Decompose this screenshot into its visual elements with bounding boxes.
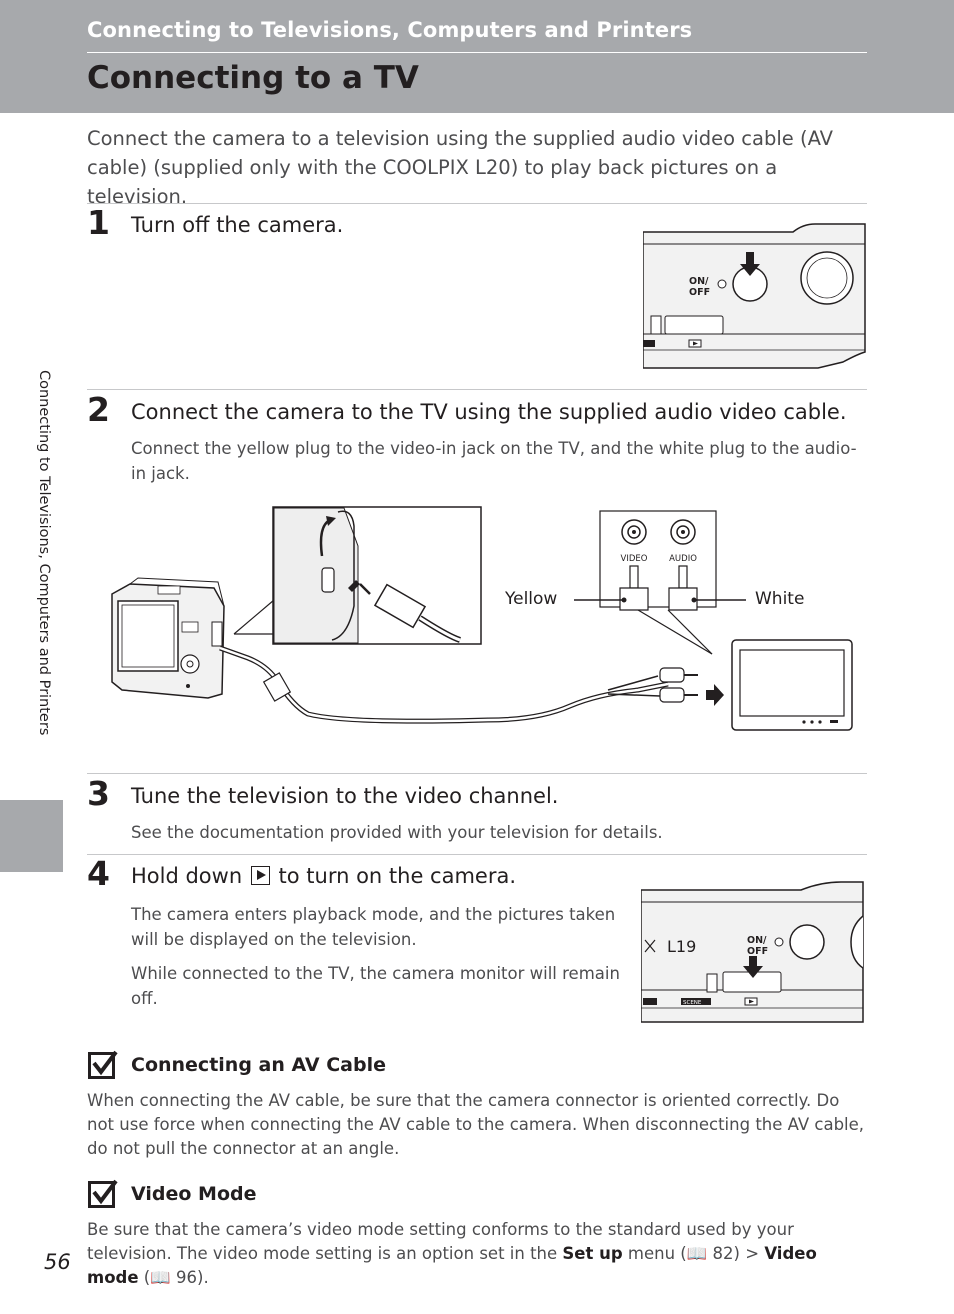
camera-top-power-illustration: ON/ OFF [643,223,866,369]
section-title: Connecting to Televisions, Computers and… [87,18,693,42]
av-connection-diagram: VIDEO AUDIO Yellow White [111,506,853,731]
page-title: Connecting to a TV [87,60,419,96]
note-text: Be sure that the camera’s video mode set… [87,1220,794,1263]
step-title: Turn off the camera. [131,213,344,237]
step-body: The camera enters playback mode, and the… [131,905,616,949]
page-ref: 96). [176,1268,209,1287]
scene-label: SCENE [683,1000,702,1006]
divider [87,389,867,390]
note-title: Connecting an AV Cable [131,1054,386,1076]
divider [87,203,867,204]
note-title: Video Mode [131,1183,257,1205]
video-jack-label: VIDEO [621,554,648,564]
side-tab-text: Connecting to Televisions, Computers and… [36,370,52,736]
side-tab [0,800,63,872]
step-title-after: to turn on the camera. [278,864,517,888]
off-label: OFF [747,946,768,957]
step-number: 1 [87,203,110,242]
page-ref: 82) > [712,1244,760,1263]
divider [87,773,867,774]
camera-top-playback-illustration: L19 ON/ OFF SCENE [641,881,864,1023]
model-label: L19 [667,937,696,956]
note-body: Be sure that the camera’s video mode set… [87,1218,867,1290]
intro-paragraph: Connect the camera to a television using… [87,127,834,208]
press-arrow-icon [740,252,760,276]
off-label: OFF [689,287,710,298]
step-body: See the documentation provided with your… [131,823,663,842]
step-title: Tune the television to the video channel… [131,784,559,808]
step-body: While connected to the TV, the camera mo… [131,964,620,1008]
step-number: 2 [87,390,110,429]
note-text: menu ( [627,1244,687,1263]
step-title-before: Hold down [131,864,243,888]
video-mode-ref: Video mode [87,1244,817,1287]
divider [87,854,867,855]
playback-button-icon [250,866,270,885]
step-body: Connect the yellow plug to the video-in … [131,439,857,483]
caution-check-icon [88,1050,118,1079]
page-number: 56 [44,1250,71,1274]
step-number: 4 [87,854,110,893]
step-title: Hold down to turn on the camera. [131,864,516,888]
book-icon: 📖 [686,1244,708,1263]
audio-jack-label: AUDIO [669,554,697,564]
step-title: Connect the camera to the TV using the s… [131,400,847,424]
note-body: When connecting the AV cable, be sure th… [87,1091,865,1158]
press-arrow-icon [743,956,763,978]
on-label: ON/ [689,276,709,287]
caution-check-icon [88,1179,118,1208]
header-band [0,0,954,113]
header-divider [87,52,867,53]
setup-menu-ref: Set up [562,1244,623,1263]
yellow-label: Yellow [504,589,557,609]
on-label: ON/ [747,935,767,946]
step-number: 3 [87,774,110,813]
direction-arrow-icon [706,684,724,706]
note-text: ( [143,1268,151,1287]
white-label: White [755,589,804,609]
book-icon: 📖 [150,1268,171,1287]
